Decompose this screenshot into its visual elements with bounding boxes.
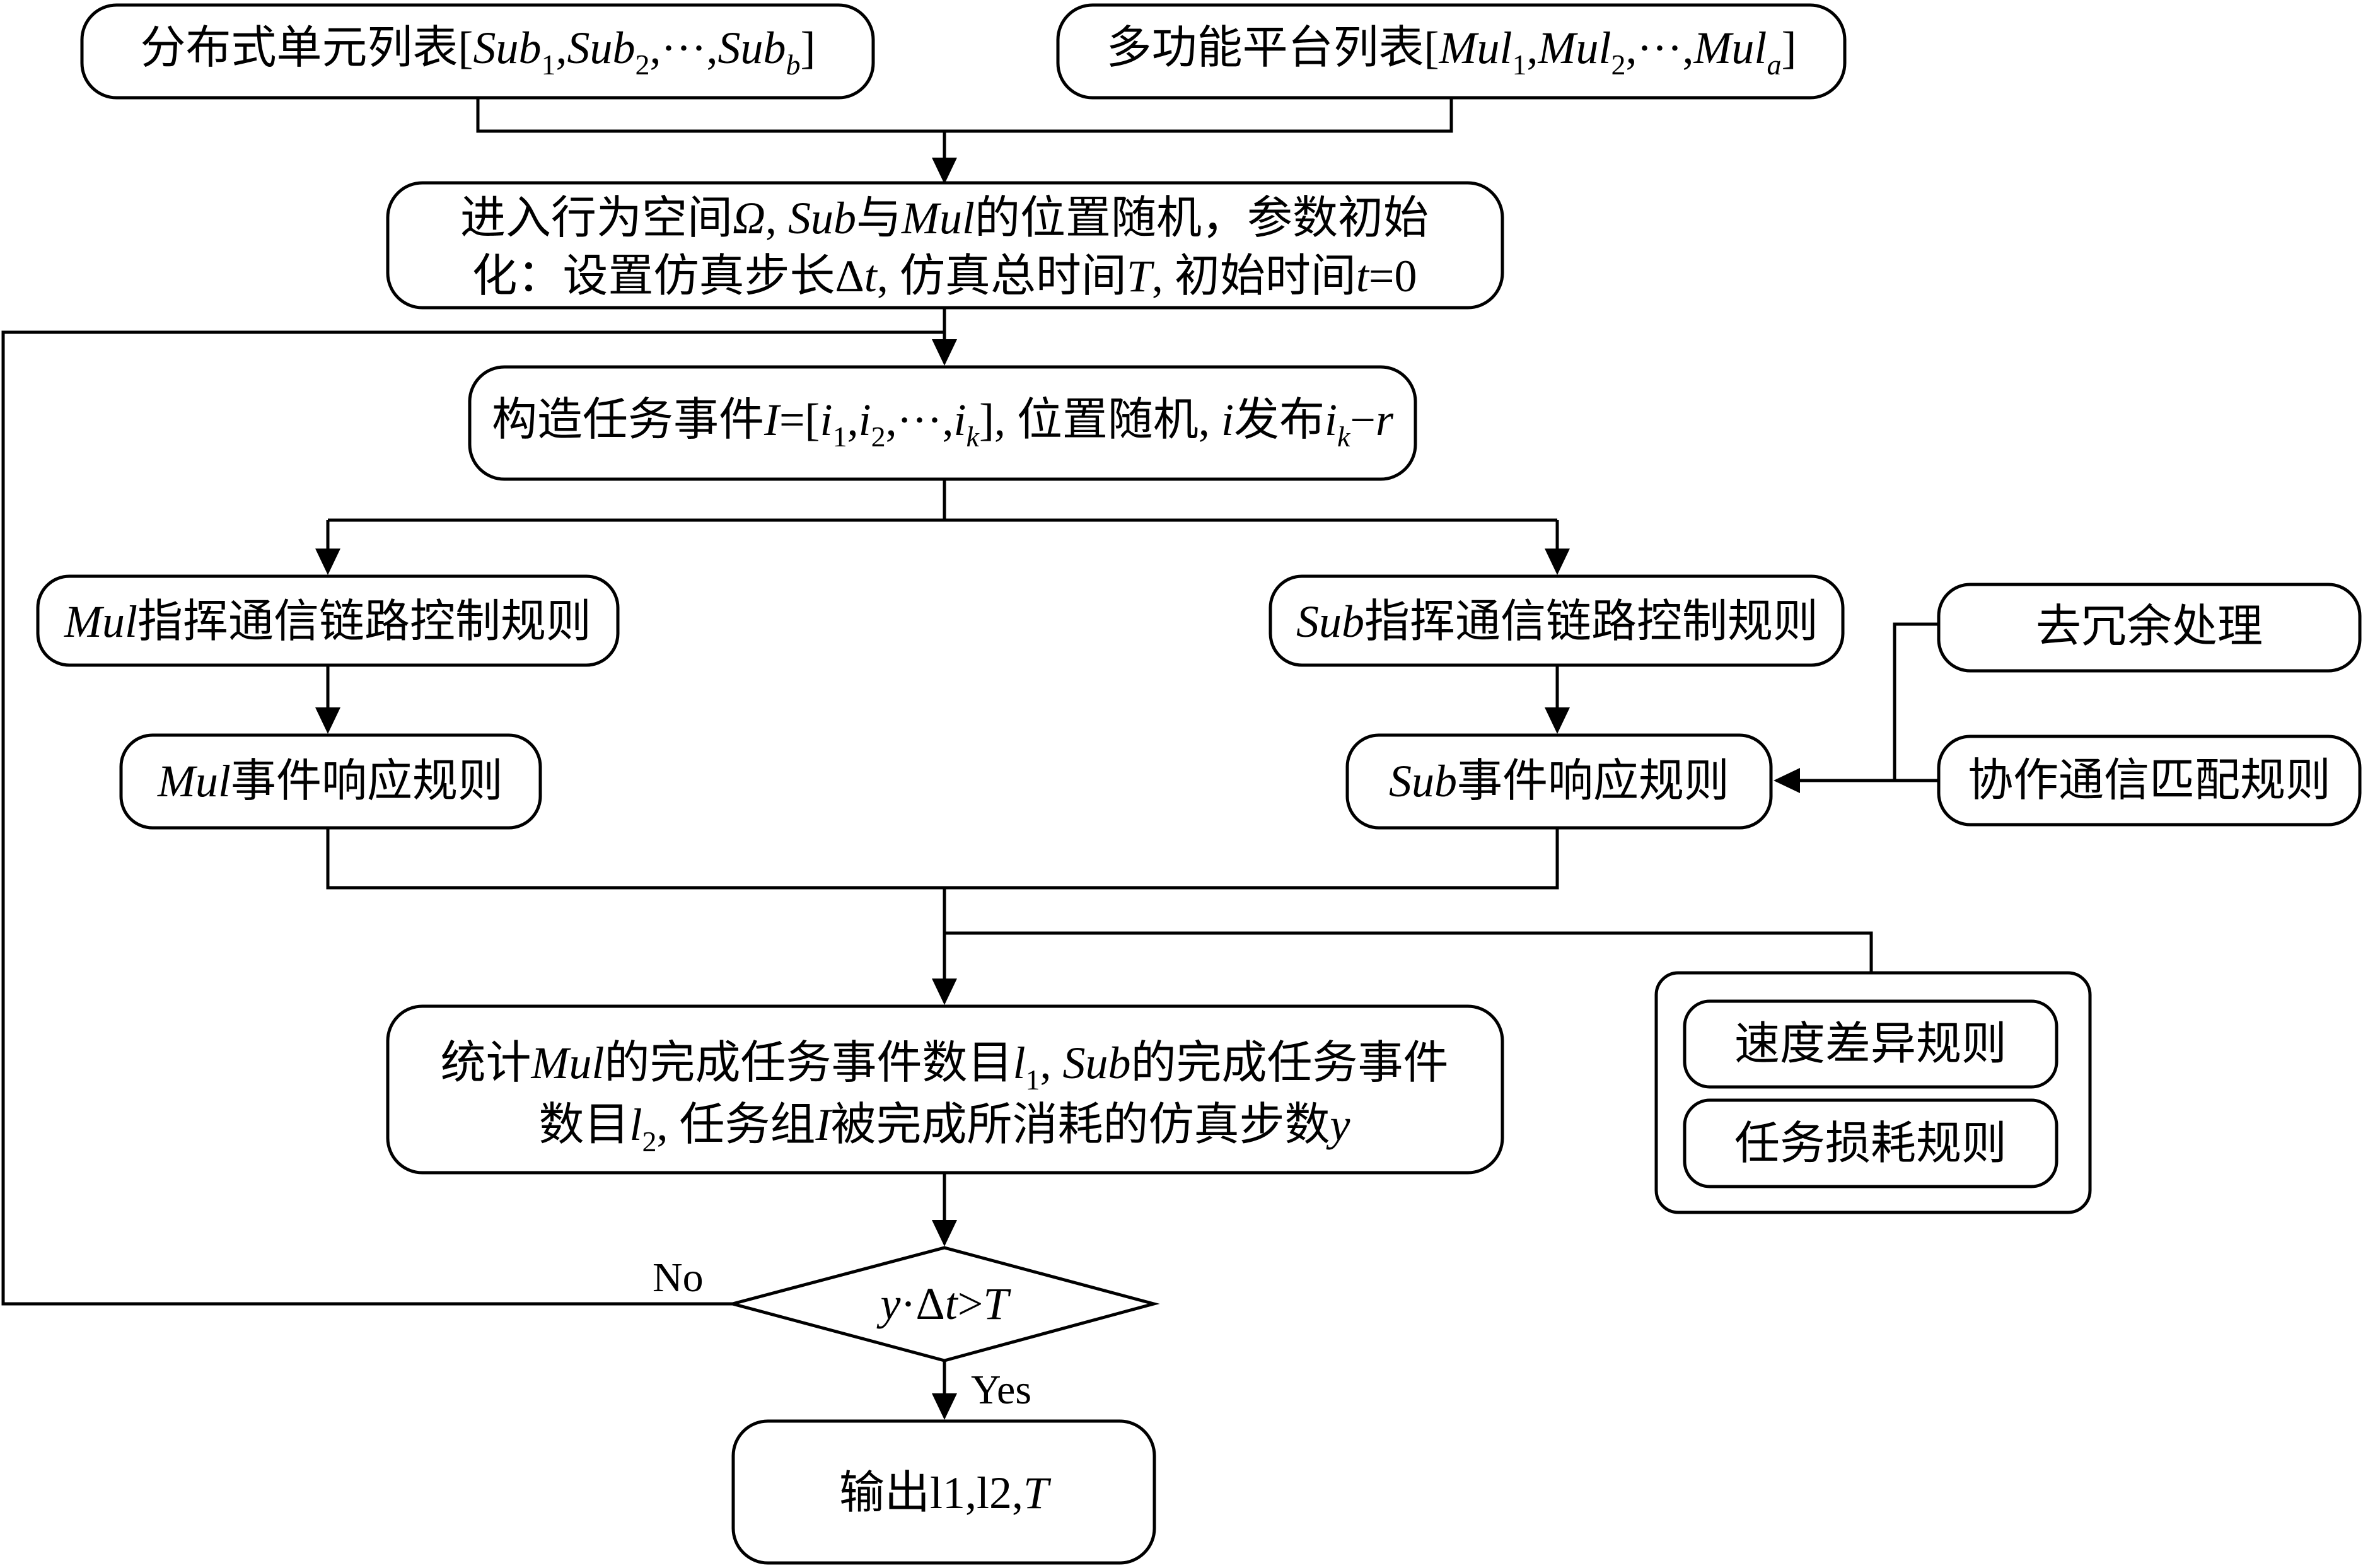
svg-text:Mul事件响应规则: Mul事件响应规则	[157, 756, 503, 806]
node-init: 进入行为空间Ω, Sub与Mul的位置随机，参数初始 化：设置仿真步长Δt, 仿…	[386, 181, 1504, 310]
label-yes: Yes	[971, 1367, 1031, 1413]
node-mul-list: 多功能平台列表[Mul1,Mul2,···,Mula]	[1056, 3, 1847, 100]
connector-rules-group	[944, 931, 1873, 973]
node-sub-command-rule: Sub指挥通信链路控制规则	[1269, 574, 1845, 667]
loss-rule-label: 任务损耗规则	[1734, 1118, 2007, 1169]
svg-text:y·Δt>T: y·Δt>T	[876, 1279, 1012, 1329]
svg-text:Sub事件响应规则: Sub事件响应规则	[1389, 756, 1729, 806]
node-sub-list: 分布式单元列表[Sub1,Sub2,···,Subb]	[80, 3, 875, 100]
svg-text:构造任务事件I=[i1,i2,···,ik], 位置随机,: 构造任务事件I=[i1,i2,···,ik], 位置随机, i发布ik−r	[492, 395, 1394, 453]
connector-loop-back	[1, 330, 944, 1306]
node-loss-rule	[1683, 1098, 2058, 1188]
node-mul-command-rule: Mul指挥通信链路控制规则	[36, 574, 620, 667]
arrow-into-events	[932, 339, 957, 366]
svg-text:输出l1,l2,T: 输出l1,l2,T	[839, 1468, 1052, 1518]
arrow-into-output	[932, 1393, 957, 1420]
arrow-into-mul-cmd	[315, 549, 340, 575]
node-mul-response-rule: Mul事件响应规则	[119, 733, 542, 830]
arrow-into-mul-resp	[315, 707, 340, 734]
connector-side-rules	[1800, 622, 1939, 782]
node-dedup: 去冗余处理	[1937, 583, 2362, 673]
node-output: 输出l1,l2,T	[731, 1419, 1156, 1565]
node-decision: y·Δt>T	[726, 1246, 1160, 1362]
svg-text:Sub指挥通信链路控制规则: Sub指挥通信链路控制规则	[1296, 596, 1818, 647]
svg-text:数目l2, 任务组I被完成所消耗的仿真步数y: 数目l2, 任务组I被完成所消耗的仿真步数y	[538, 1100, 1350, 1158]
svg-text:进入行为空间Ω, Sub与Mul的位置随机，参数初始: 进入行为空间Ω, Sub与Mul的位置随机，参数初始	[460, 193, 1429, 243]
svg-text:多功能平台列表[Mul1,Mul2,···,Mula]: 多功能平台列表[Mul1,Mul2,···,Mula]	[1106, 23, 1797, 81]
svg-text:Mul指挥通信链路控制规则: Mul指挥通信链路控制规则	[64, 596, 591, 647]
connector-sub-list-down	[476, 98, 1453, 133]
arrow-into-sub-cmd	[1545, 549, 1570, 575]
svg-text:去冗余处理: 去冗余处理	[2036, 601, 2263, 652]
svg-text:分布式单元列表[Sub1,Sub2,···,Subb]: 分布式单元列表[Sub1,Sub2,···,Subb]	[141, 23, 816, 81]
node-sub-response-rule: Sub事件响应规则	[1345, 733, 1773, 830]
speed-rule-label: 速度差异规则	[1734, 1019, 2007, 1069]
arrow-into-sub-resp-side	[1774, 768, 1800, 793]
svg-text:统计Mul的完成任务事件数目l1, Sub的完成任务事件: 统计Mul的完成任务事件数目l1, Sub的完成任务事件	[440, 1038, 1448, 1096]
node-speed-rule	[1683, 999, 2058, 1089]
node-construct-events: 构造任务事件I=[i1,i2,···,ik], 位置随机, i发布ik−r	[468, 365, 1417, 481]
svg-text:协作通信匹配规则: 协作通信匹配规则	[1968, 755, 2331, 806]
node-coop-match-rule: 协作通信匹配规则	[1937, 735, 2362, 827]
node-statistics: 统计Mul的完成任务事件数目l1, Sub的完成任务事件 数目l2, 任务组I被…	[386, 1004, 1504, 1175]
label-no: No	[653, 1255, 704, 1301]
connector-events-split	[326, 479, 1559, 549]
arrow-into-decision	[932, 1220, 957, 1246]
arrow-into-stats	[932, 979, 957, 1005]
node-rules-group: 速度差异规则 任务损耗规则	[1654, 971, 2092, 1214]
connector-resp-merge	[326, 828, 1559, 890]
connectors	[1, 98, 1939, 1420]
arrow-into-init	[932, 158, 957, 184]
arrow-into-sub-resp	[1545, 707, 1570, 734]
svg-text:化：设置仿真步长Δt, 仿真总时间T, 初始时间t=0: 化：设置仿真步长Δt, 仿真总时间T, 初始时间t=0	[472, 251, 1417, 301]
